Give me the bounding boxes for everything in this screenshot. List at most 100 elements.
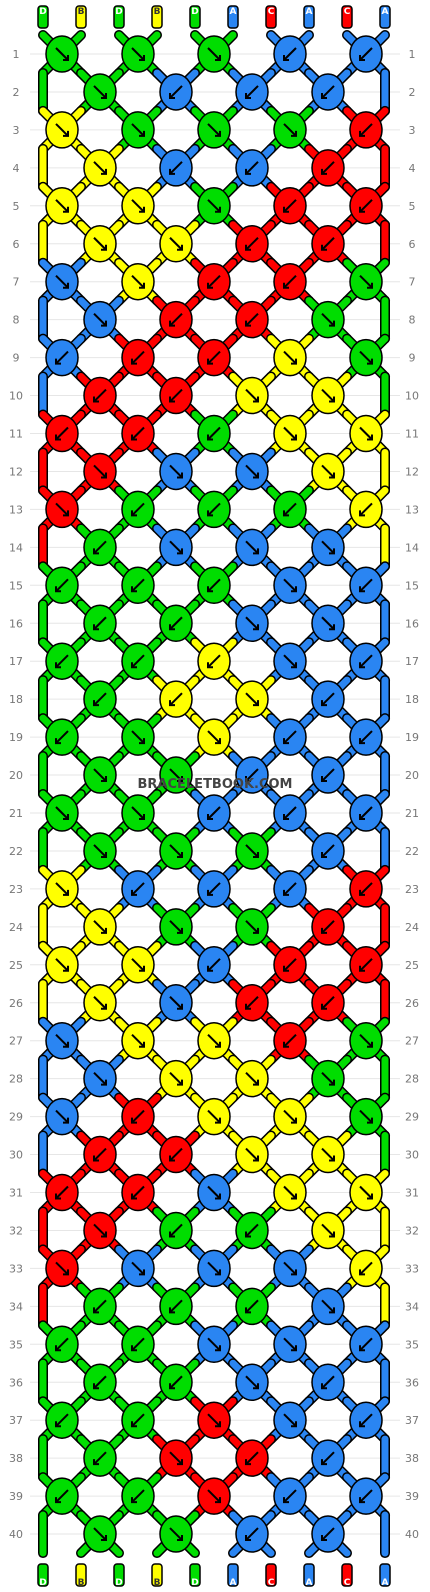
arrow-down-left-icon	[321, 920, 335, 934]
knot	[159, 756, 193, 794]
arrow-down-right-icon	[55, 199, 69, 213]
knot	[83, 149, 117, 187]
arrow-down-left-icon	[245, 1527, 259, 1541]
row-number-right: 26	[405, 997, 419, 1010]
arrow-down-left-icon	[359, 47, 373, 61]
row-number-right: 31	[405, 1187, 419, 1200]
arrow-down-right-icon	[207, 199, 221, 213]
arrow-down-right-icon	[207, 1489, 221, 1503]
strand-start-9	[379, 5, 391, 29]
knot	[349, 1325, 383, 1364]
arrow-head	[207, 889, 213, 896]
knot	[121, 111, 155, 149]
arrow-down-left-icon	[321, 692, 335, 706]
arrow-head	[321, 1459, 327, 1466]
arrow-head	[63, 965, 69, 972]
arrow-down-left-icon	[55, 1489, 69, 1503]
knot	[311, 1059, 345, 1098]
arrow-head	[55, 1345, 61, 1352]
knot	[349, 187, 383, 225]
arrow-head	[329, 320, 335, 327]
arrow-down-right-icon	[321, 1147, 335, 1162]
knot	[273, 1097, 307, 1136]
arrow-head	[93, 1459, 99, 1466]
strand-end-1	[75, 1563, 87, 1587]
arrow-head	[101, 472, 107, 479]
arrow-head	[177, 1459, 183, 1466]
strand-label-bottom: C	[268, 1578, 275, 1588]
arrow-down-right-icon	[207, 123, 221, 137]
knot	[83, 376, 117, 415]
knot	[83, 452, 117, 491]
arrow-down-left-icon	[321, 161, 335, 175]
arrow-down-right-icon	[359, 350, 373, 365]
knot	[159, 1515, 193, 1553]
row-number-right: 2	[409, 86, 416, 99]
row-number-left: 26	[9, 997, 23, 1010]
row-number-right: 19	[405, 731, 419, 744]
row-number-left: 23	[9, 883, 23, 896]
row-number-left: 5	[13, 200, 20, 213]
arrow-head	[63, 1269, 69, 1276]
knot	[235, 1287, 269, 1326]
arrow-head	[101, 1535, 107, 1542]
arrow-head	[245, 320, 251, 327]
arrow-head	[93, 1155, 99, 1162]
arrow-head	[321, 168, 327, 175]
arrow-head	[131, 1193, 137, 1200]
arrow-head	[215, 1269, 221, 1276]
knot	[273, 1325, 307, 1364]
arrow-head	[253, 396, 259, 403]
arrow-down-right-icon	[131, 1033, 145, 1048]
knot	[273, 718, 307, 756]
knot	[197, 35, 231, 73]
row-number-right: 16	[405, 617, 419, 630]
arrow-head	[359, 965, 365, 972]
arrow-head	[55, 358, 61, 365]
strand-label-bottom: C	[344, 1578, 351, 1588]
row-number-right: 7	[409, 276, 416, 289]
arrow-down-right-icon	[169, 1527, 183, 1541]
arrow-head	[207, 510, 213, 517]
knot	[349, 1477, 383, 1515]
knot	[349, 262, 383, 301]
strand-start-7	[303, 5, 315, 29]
arrow-head	[359, 206, 365, 213]
arrow-head	[55, 1497, 61, 1504]
knot	[235, 528, 269, 567]
row-number-left: 15	[9, 579, 23, 592]
row-number-left: 16	[9, 617, 23, 630]
arrow-head	[139, 814, 145, 820]
row-number-left: 22	[9, 845, 23, 858]
arrow-down-right-icon	[55, 1033, 69, 1048]
knot	[197, 338, 231, 377]
knot	[197, 870, 231, 908]
knot	[45, 1401, 79, 1439]
row-number-left: 12	[9, 465, 23, 478]
arrow-down-left-icon	[359, 502, 373, 517]
arrow-down-right-icon	[207, 47, 221, 61]
knot	[349, 1249, 383, 1288]
arrow-head	[101, 851, 107, 858]
arrow-down-left-icon	[283, 47, 297, 61]
arrow-down-left-icon	[321, 844, 335, 858]
row-number-left: 31	[9, 1187, 23, 1200]
strand-end-6	[265, 1563, 277, 1587]
arrow-head	[55, 662, 61, 669]
arrow-down-left-icon	[321, 237, 335, 251]
arrow-head	[93, 1383, 99, 1390]
arrow-down-right-icon	[245, 464, 259, 479]
arrow-down-left-icon	[359, 1413, 373, 1427]
arrow-head	[93, 700, 99, 707]
knot	[159, 300, 193, 339]
arrow-head	[177, 548, 183, 555]
row-number-right: 28	[405, 1073, 419, 1086]
row-number-left: 40	[9, 1528, 23, 1541]
row-number-right: 1	[409, 48, 416, 61]
row-number-left: 10	[9, 390, 23, 403]
arrow-head	[215, 1421, 221, 1428]
arrow-down-left-icon	[283, 1033, 297, 1048]
arrow-head	[329, 1155, 335, 1162]
arrow-down-right-icon	[55, 123, 69, 137]
arrow-down-left-icon	[321, 768, 335, 782]
